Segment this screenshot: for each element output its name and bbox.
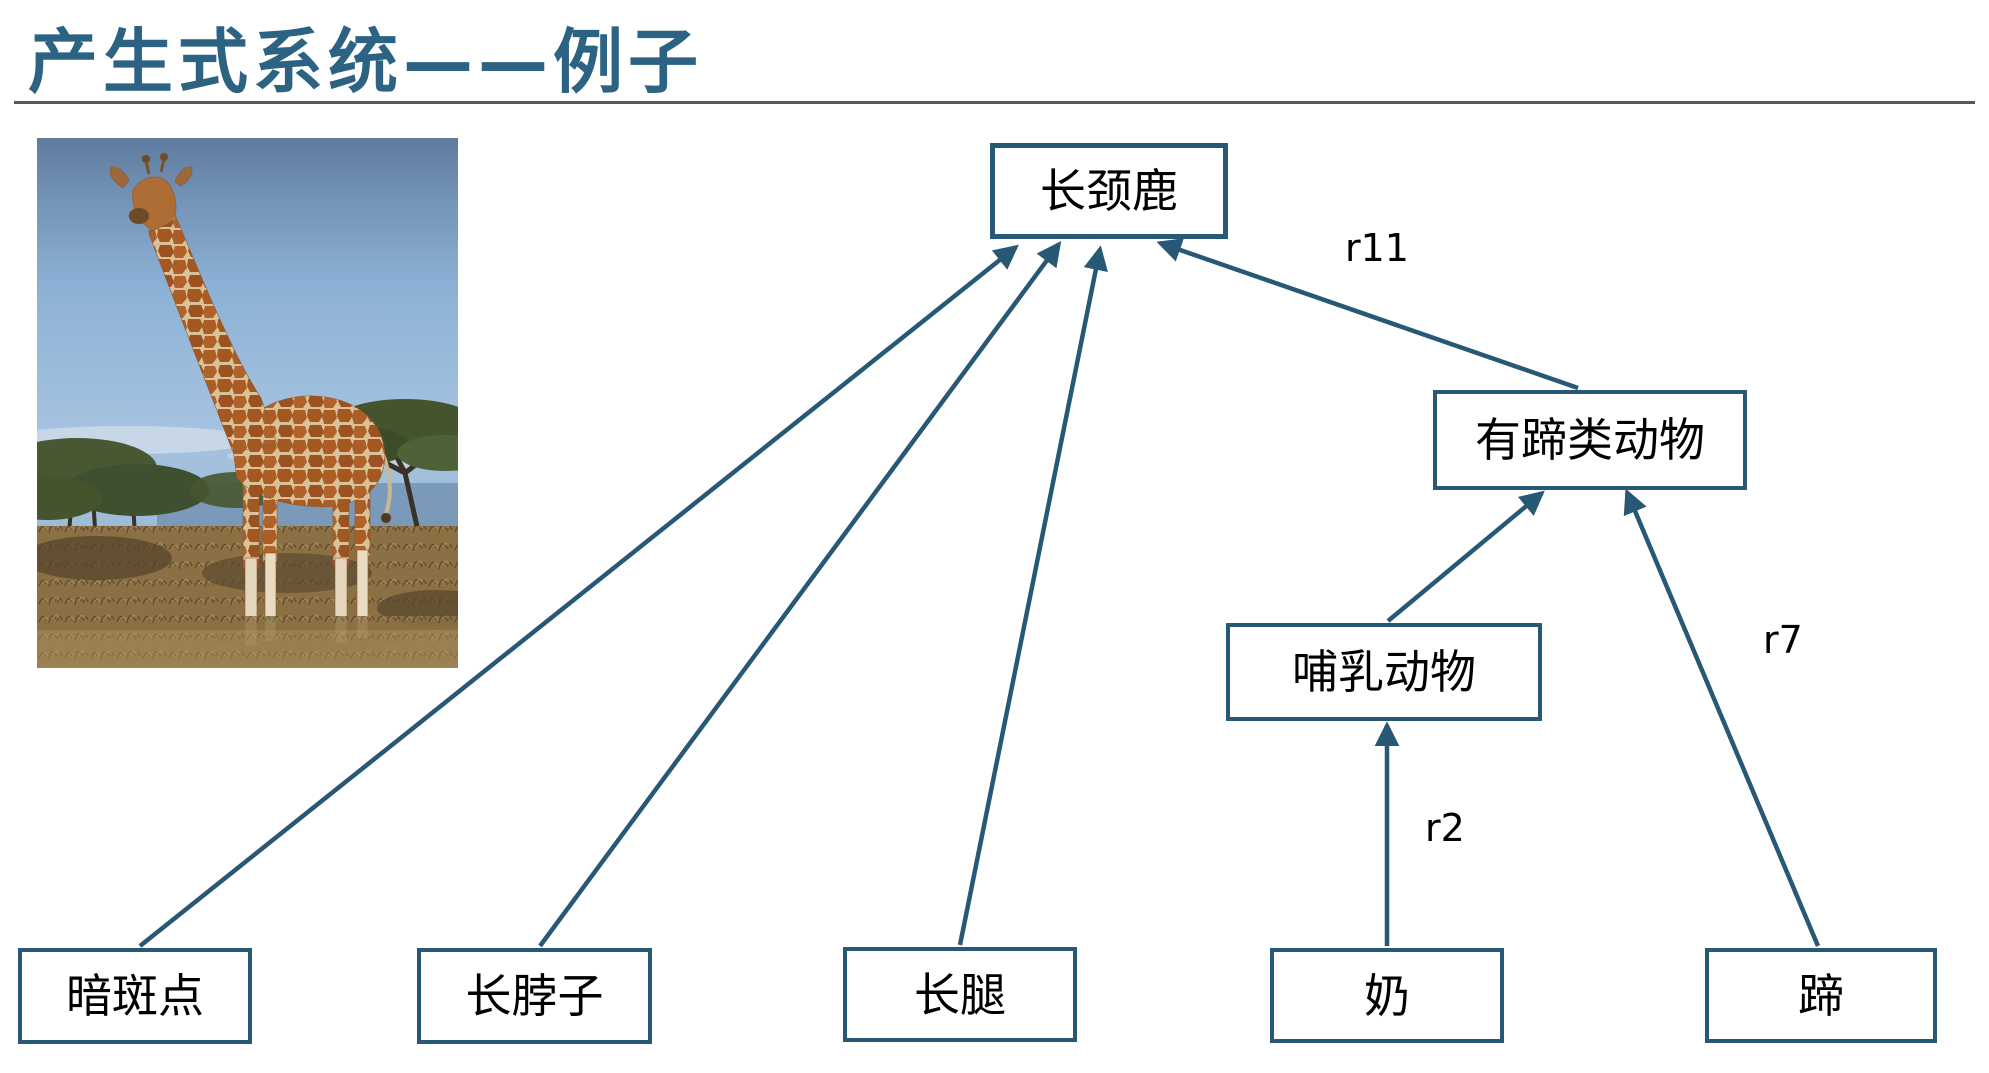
node-giraffe-label: 长颈鹿 xyxy=(1040,164,1178,218)
node-long-legs: 长腿 xyxy=(843,947,1077,1042)
node-long-legs-label: 长腿 xyxy=(914,967,1006,1022)
node-milk: 奶 xyxy=(1270,948,1504,1043)
edge-label-r2: r2 xyxy=(1425,806,1465,850)
edge-long-neck-to-giraffe xyxy=(538,241,1062,948)
node-hoof-label: 蹄 xyxy=(1798,968,1844,1023)
edge-mammal-to-ungulate xyxy=(1386,490,1545,623)
giraffe-photo xyxy=(37,138,458,668)
node-mammal-label: 哺乳动物 xyxy=(1292,645,1476,699)
node-ungulate: 有蹄类动物 xyxy=(1433,390,1747,490)
page-title: 产生式系统——例子 xyxy=(28,21,703,103)
edge-label-r7: r7 xyxy=(1763,618,1803,662)
node-giraffe: 长颈鹿 xyxy=(990,143,1228,239)
node-long-neck-label: 长脖子 xyxy=(465,969,604,1023)
node-ungulate-label: 有蹄类动物 xyxy=(1475,413,1705,467)
title-divider xyxy=(14,101,1975,104)
node-long-neck: 长脖子 xyxy=(417,948,652,1044)
node-dark-spots: 暗斑点 xyxy=(18,948,252,1044)
node-mammal: 哺乳动物 xyxy=(1226,623,1542,721)
node-milk-label: 奶 xyxy=(1364,968,1410,1023)
node-hoof: 蹄 xyxy=(1705,948,1937,1043)
node-dark-spots-label: 暗斑点 xyxy=(66,969,204,1023)
edge-label-r11: r11 xyxy=(1345,226,1409,270)
giraffe-photo-art xyxy=(37,138,458,668)
edge-hoof-to-ungulate xyxy=(1623,488,1821,947)
edge-long-legs-to-giraffe xyxy=(957,245,1108,946)
